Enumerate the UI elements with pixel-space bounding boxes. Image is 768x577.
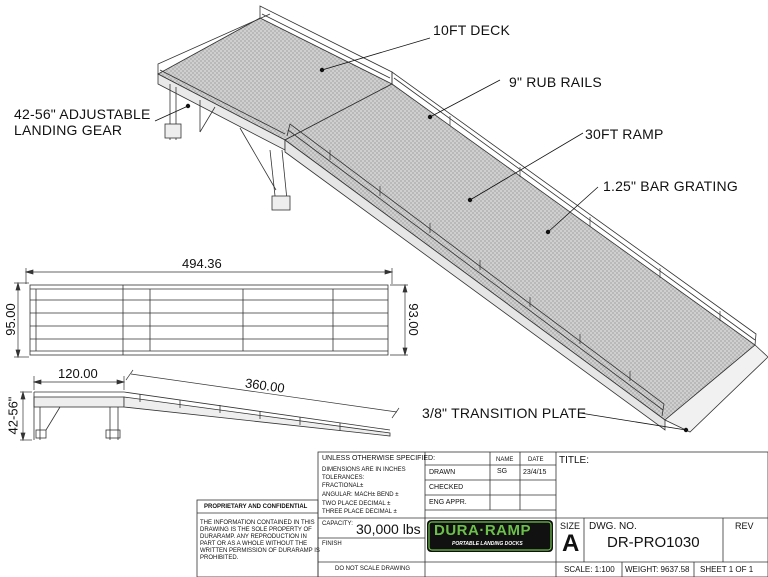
callout-grating: 1.25" BAR GRATING: [603, 178, 738, 194]
tb-finish: FINISH: [322, 541, 342, 547]
callout-landing-gear-1: 42-56" ADJUSTABLE: [14, 106, 151, 122]
tb-prop-line-6: PROHIBITED.: [200, 555, 239, 561]
tb-col-name: NAME: [496, 457, 514, 463]
callout-ramp: 30FT RAMP: [585, 126, 664, 142]
tb-dwg-no-value: DR-PRO1030: [607, 534, 700, 551]
dim-width-right: 93.00: [405, 303, 421, 336]
tb-three-place: THREE PLACE DECIMAL ±: [322, 509, 397, 515]
tb-size-value: A: [562, 530, 580, 557]
side-view: [33, 391, 391, 440]
tb-angular: ANGULAR: MACH± BEND ±: [322, 492, 399, 498]
plan-view: [29, 284, 389, 356]
tb-capacity-value: 30,000 lbs: [356, 521, 421, 537]
tb-eng-appr: ENG APPR.: [429, 499, 467, 506]
tb-prop-line-5: WRITTEN PERMISSION OF DURARAMP IS: [200, 548, 320, 554]
callout-transition: 3/8" TRANSITION PLATE: [422, 405, 587, 421]
tb-weight: WEIGHT: 9637.58: [625, 565, 690, 574]
tb-title-label: TITLE:: [559, 455, 590, 466]
tb-prop-line-2: DRAWING IS THE SOLE PROPERTY OF: [200, 527, 312, 533]
tb-size-label: SIZE: [560, 521, 581, 531]
transition-plate: [664, 344, 768, 433]
tb-capacity-label: CAPACITY:: [322, 521, 353, 527]
title-block-lines: [196, 451, 768, 577]
tb-prop-line-3: DURARAMP. ANY REPRODUCTION IN: [200, 534, 307, 540]
logo-main-text: DURA·RAMP: [434, 522, 531, 539]
tb-no-scale: DO NOT SCALE DRAWING: [335, 566, 411, 572]
tb-scale: SCALE: 1:100: [564, 565, 615, 574]
tb-tolerances: TOLERANCES:: [322, 475, 365, 481]
dim-deck-length: 120.00: [58, 366, 98, 381]
tb-prop-title: PROPRIETARY AND CONFIDENTIAL: [204, 504, 308, 510]
tb-two-place: TWO PLACE DECIMAL ±: [322, 501, 391, 507]
dim-width-left: 95.00: [2, 303, 18, 336]
tb-unless: UNLESS OTHERWISE SPECIFIED:: [322, 455, 436, 462]
callout-rub-rails: 9" RUB RAILS: [509, 74, 602, 90]
tb-fractional: FRACTIONAL±: [322, 483, 364, 489]
tb-dwg-no-label: DWG. NO.: [589, 521, 637, 532]
tb-drawn: DRAWN: [429, 469, 456, 476]
tb-checked: CHECKED: [429, 484, 464, 491]
logo-sub-text: PORTABLE LANDING DOCKS: [452, 541, 523, 547]
callout-landing-gear-2: LANDING GEAR: [14, 122, 123, 138]
tb-col-date: DATE: [528, 457, 544, 463]
tb-drawn-name: SG: [497, 468, 508, 475]
dim-overall-length: 494.36: [182, 256, 222, 271]
tb-rev-label: REV: [735, 521, 754, 531]
dim-height-range: 42-56": [5, 396, 21, 435]
tb-prop-line-1: THE INFORMATION CONTAINED IN THIS: [200, 520, 315, 526]
duraramp-logo: [427, 520, 553, 552]
callout-deck: 10FT DECK: [433, 22, 511, 38]
tb-prop-line-4: PART OR AS A WHOLE WITHOUT THE: [200, 541, 308, 547]
tb-drawn-date: 23/4/15: [523, 469, 547, 476]
tb-dims-in: DIMENSIONS ARE IN INCHES: [322, 467, 406, 473]
plan-dimensions: [14, 268, 408, 359]
isometric-view: [157, 5, 768, 433]
ramp-surface: [284, 83, 756, 421]
leader-lines: [154, 37, 689, 433]
tb-sheet: SHEET 1 OF 1: [700, 565, 754, 574]
side-dimensions: [20, 369, 400, 442]
